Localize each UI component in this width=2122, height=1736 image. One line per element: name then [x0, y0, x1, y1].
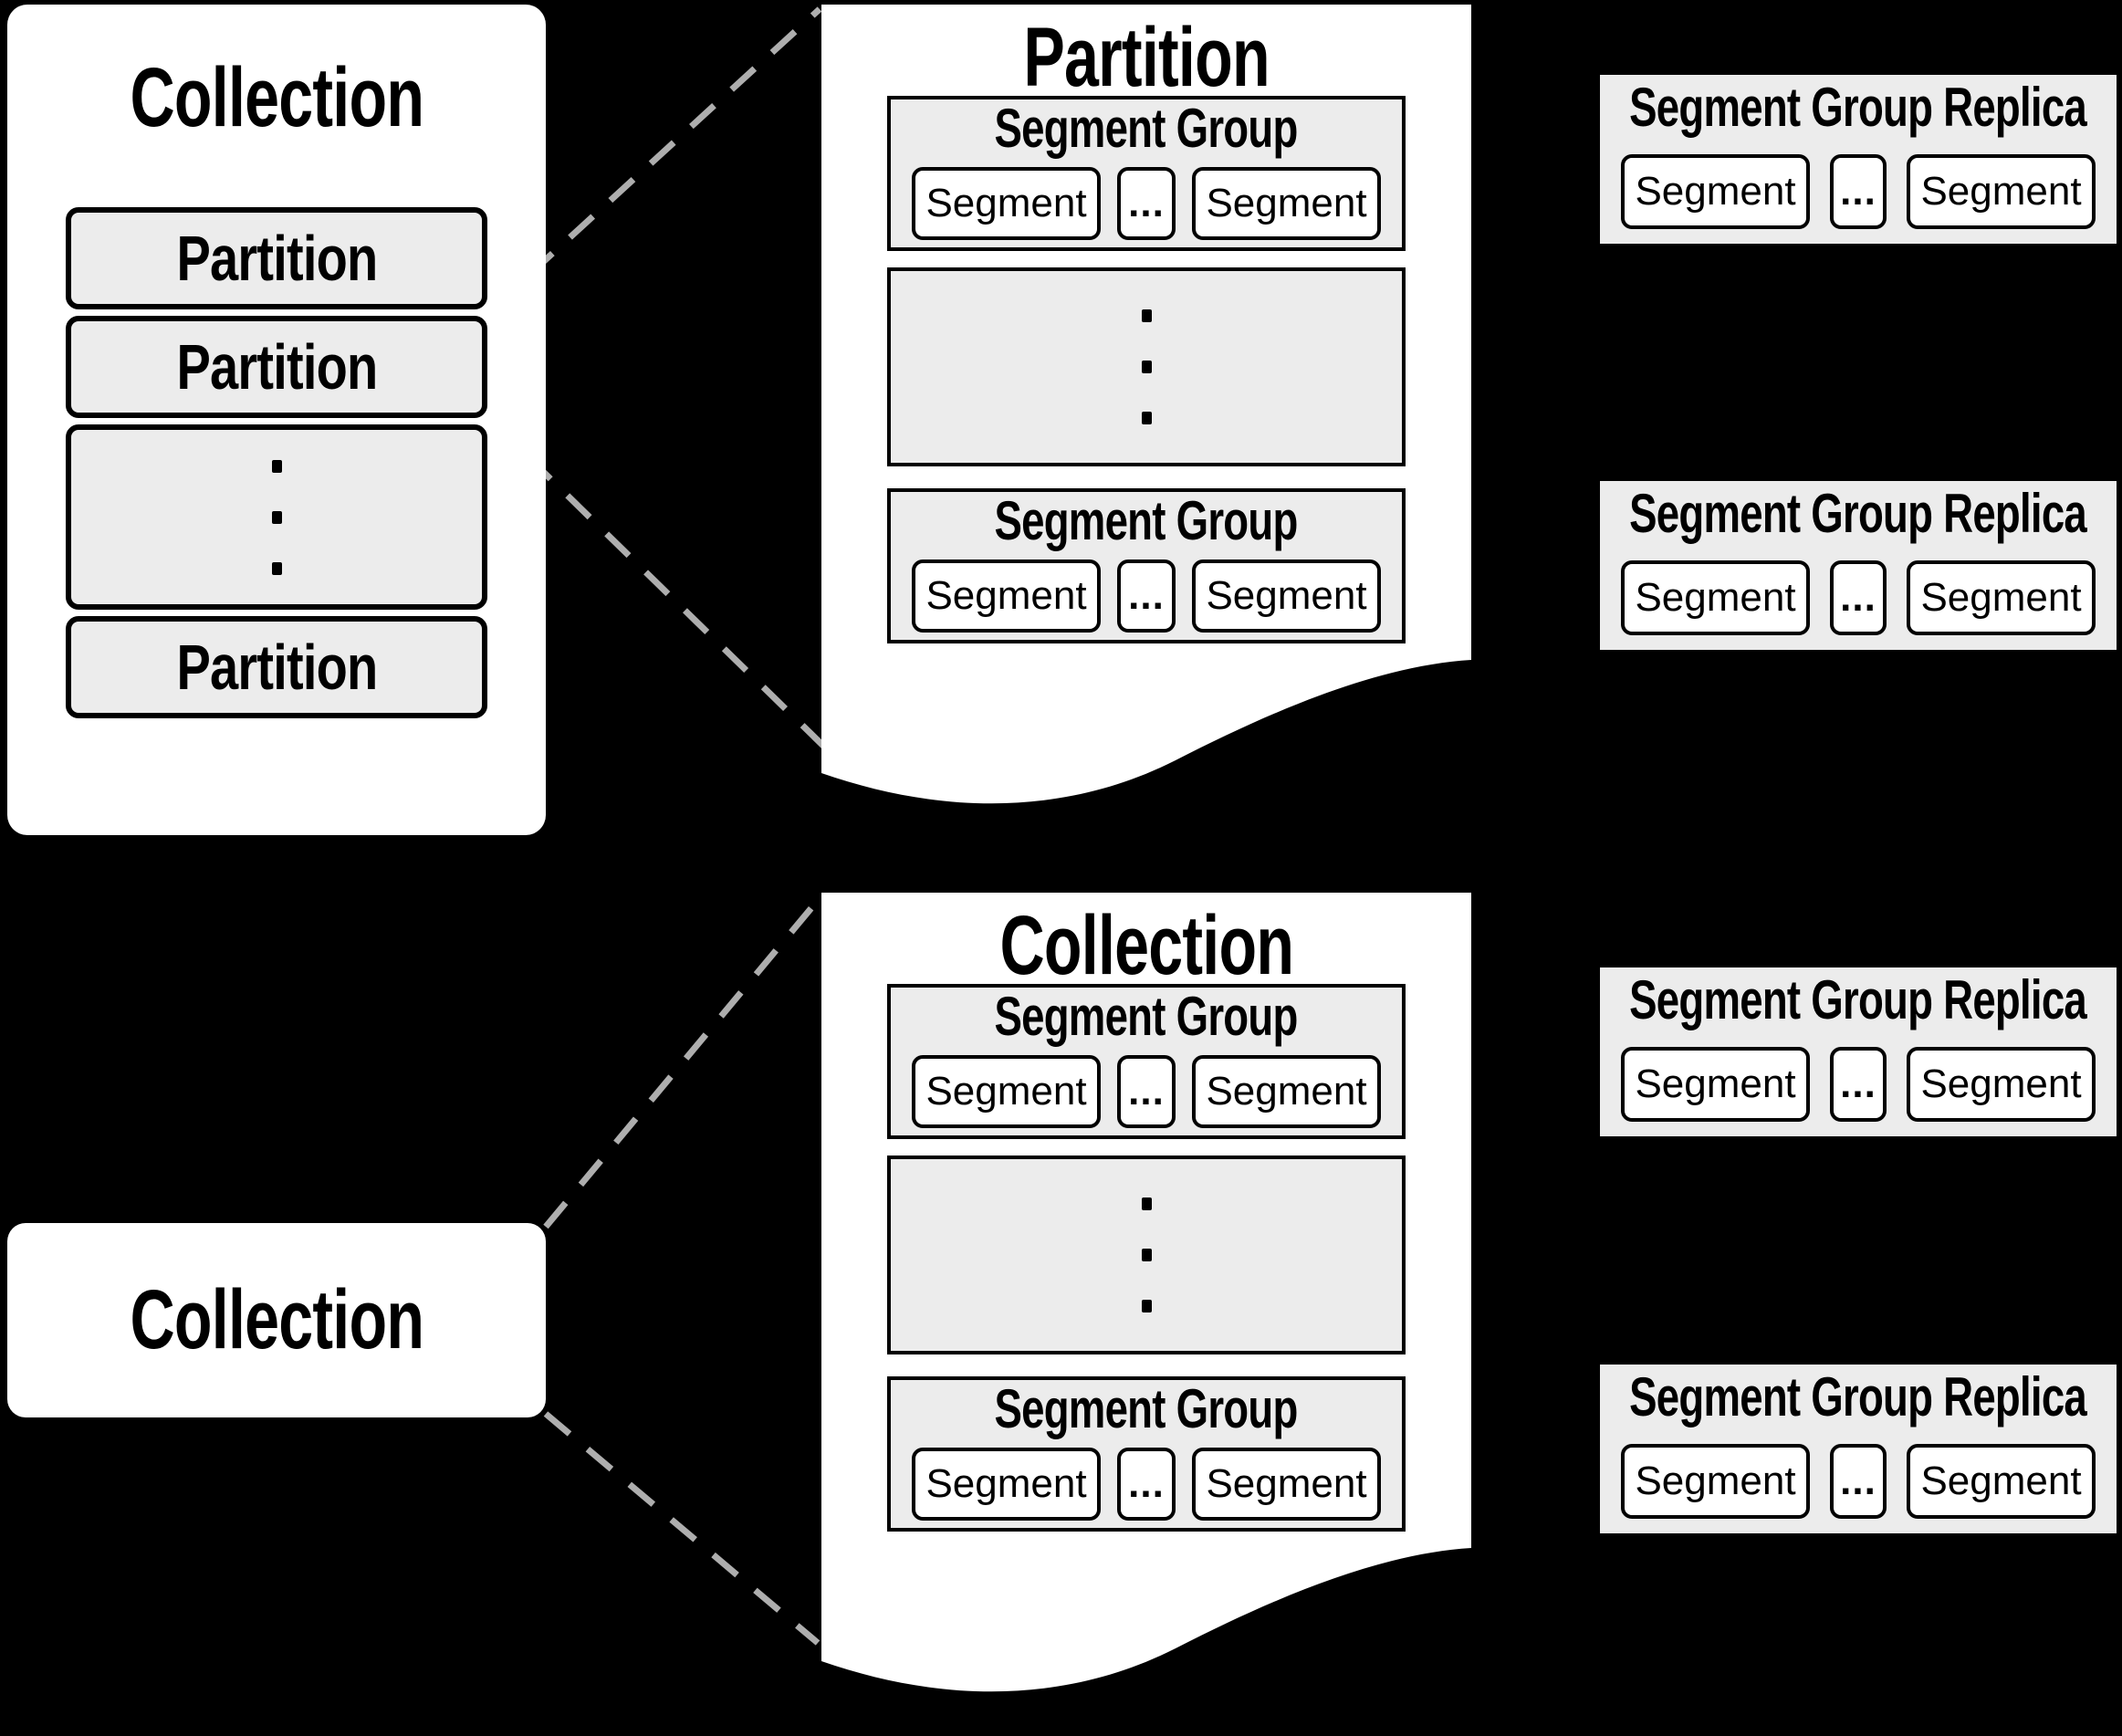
- ellipsis-box: ...: [1117, 559, 1176, 633]
- collection-page-title: Collection: [821, 898, 1471, 992]
- segment-box: Segment: [1621, 154, 1810, 229]
- segment-box: Segment: [1192, 559, 1381, 633]
- vertical-ellipsis-icon: [1141, 1300, 1152, 1312]
- segment-group-ellipsis-box: [887, 267, 1406, 466]
- replica-title-text: Segment Group Replica: [1629, 482, 2088, 544]
- segment-group-title-text: Segment Group: [994, 985, 1299, 1047]
- vertical-ellipsis-icon: [1141, 412, 1152, 424]
- partition-ellipsis-row: [66, 424, 487, 610]
- segment-group-replica: Segment Group Replica Segment ... Segmen…: [1600, 1365, 2117, 1533]
- partition-row-label: Partition: [176, 223, 378, 294]
- vertical-ellipsis-icon: [1141, 1197, 1152, 1210]
- segment-group-title: Segment Group: [891, 1378, 1402, 1439]
- segment-box: Segment: [912, 1055, 1101, 1128]
- vertical-ellipsis-icon: [1141, 361, 1152, 373]
- replica-title-text: Segment Group Replica: [1629, 968, 2088, 1030]
- collection-page: Collection Segment Group Segment ... Seg…: [821, 893, 1471, 1714]
- segment-row: Segment ... Segment: [891, 1444, 1402, 1524]
- dash-line-collection-top: [543, 895, 822, 1229]
- replica-title: Segment Group Replica: [1600, 968, 2117, 1030]
- segment-box: Segment: [1621, 1047, 1810, 1122]
- vertical-ellipsis-icon: [1141, 1249, 1152, 1261]
- ellipsis-box: ...: [1117, 1055, 1176, 1128]
- segment-group-title-text: Segment Group: [994, 97, 1299, 159]
- segment-row: Segment ... Segment: [891, 1051, 1402, 1132]
- segment-box: Segment: [1192, 167, 1381, 240]
- segment-row: Segment ... Segment: [891, 163, 1402, 244]
- segment-box: Segment: [1907, 560, 2096, 635]
- partition-page-title: Partition: [821, 10, 1471, 104]
- segment-box: Segment: [1192, 1448, 1381, 1521]
- partition-page: Partition Segment Group Segment ... Segm…: [821, 5, 1471, 826]
- ellipsis-box: ...: [1830, 1047, 1887, 1122]
- ellipsis-box: ...: [1830, 1444, 1887, 1519]
- segment-row: Segment ... Segment: [1600, 1438, 2117, 1525]
- segment-group-box: Segment Group Segment ... Segment: [887, 96, 1406, 251]
- collection-card: Collection Partition Partition Partition: [7, 5, 546, 835]
- segment-box: Segment: [1907, 1444, 2096, 1519]
- segment-row: Segment ... Segment: [1600, 148, 2117, 235]
- segment-box: Segment: [1192, 1055, 1381, 1128]
- partition-page-title-text: Partition: [1023, 10, 1270, 104]
- segment-group-title: Segment Group: [891, 490, 1402, 551]
- partition-row: Partition: [66, 316, 487, 418]
- segment-row: Segment ... Segment: [1600, 554, 2117, 642]
- segment-group-box: Segment Group Segment ... Segment: [887, 984, 1406, 1139]
- segment-box: Segment: [912, 167, 1101, 240]
- replica-title-text: Segment Group Replica: [1629, 1365, 2088, 1427]
- partition-row: Partition: [66, 616, 487, 718]
- collection-label-box: Collection: [7, 1223, 546, 1417]
- collection-card-title-text: Collection: [130, 50, 423, 144]
- partition-row: Partition: [66, 207, 487, 309]
- segment-box: Segment: [912, 1448, 1101, 1521]
- partition-row-label: Partition: [176, 331, 378, 403]
- collection-card-title: Collection: [7, 43, 546, 152]
- segment-group-box: Segment Group Segment ... Segment: [887, 488, 1406, 643]
- ellipsis-box: ...: [1117, 1448, 1176, 1521]
- vertical-ellipsis-icon: [271, 510, 282, 524]
- segment-box: Segment: [912, 559, 1101, 633]
- dash-line-collection-bottom: [543, 1411, 821, 1646]
- segment-group-title-text: Segment Group: [994, 489, 1299, 551]
- replica-title: Segment Group Replica: [1600, 1365, 2117, 1427]
- ellipsis-box: ...: [1830, 560, 1887, 635]
- replica-title-text: Segment Group Replica: [1629, 76, 2088, 138]
- segment-group-replica: Segment Group Replica Segment ... Segmen…: [1600, 75, 2117, 244]
- segment-group-ellipsis-box: [887, 1156, 1406, 1354]
- vertical-ellipsis-icon: [271, 459, 282, 473]
- partition-stack: Partition Partition Partition: [66, 207, 487, 718]
- collection-page-title-text: Collection: [999, 898, 1293, 992]
- segment-group-box: Segment Group Segment ... Segment: [887, 1376, 1406, 1532]
- segment-box: Segment: [1907, 1047, 2096, 1122]
- segment-row: Segment ... Segment: [1600, 1041, 2117, 1128]
- segment-group-title-text: Segment Group: [994, 1377, 1299, 1439]
- vertical-ellipsis-icon: [271, 561, 282, 575]
- segment-row: Segment ... Segment: [891, 556, 1402, 636]
- vertical-ellipsis-icon: [1141, 309, 1152, 322]
- partition-row-label: Partition: [176, 632, 378, 703]
- segment-box: Segment: [1621, 560, 1810, 635]
- ellipsis-box: ...: [1117, 167, 1176, 240]
- collection-label-text: Collection: [130, 1273, 423, 1366]
- segment-box: Segment: [1907, 154, 2096, 229]
- segment-group-title: Segment Group: [891, 986, 1402, 1047]
- replica-title: Segment Group Replica: [1600, 77, 2117, 138]
- ellipsis-box: ...: [1830, 154, 1887, 229]
- segment-group-replica: Segment Group Replica Segment ... Segmen…: [1600, 481, 2117, 650]
- segment-group-replica: Segment Group Replica Segment ... Segmen…: [1600, 967, 2117, 1136]
- replica-title: Segment Group Replica: [1600, 483, 2117, 544]
- segment-group-title: Segment Group: [891, 98, 1402, 159]
- segment-box: Segment: [1621, 1444, 1810, 1519]
